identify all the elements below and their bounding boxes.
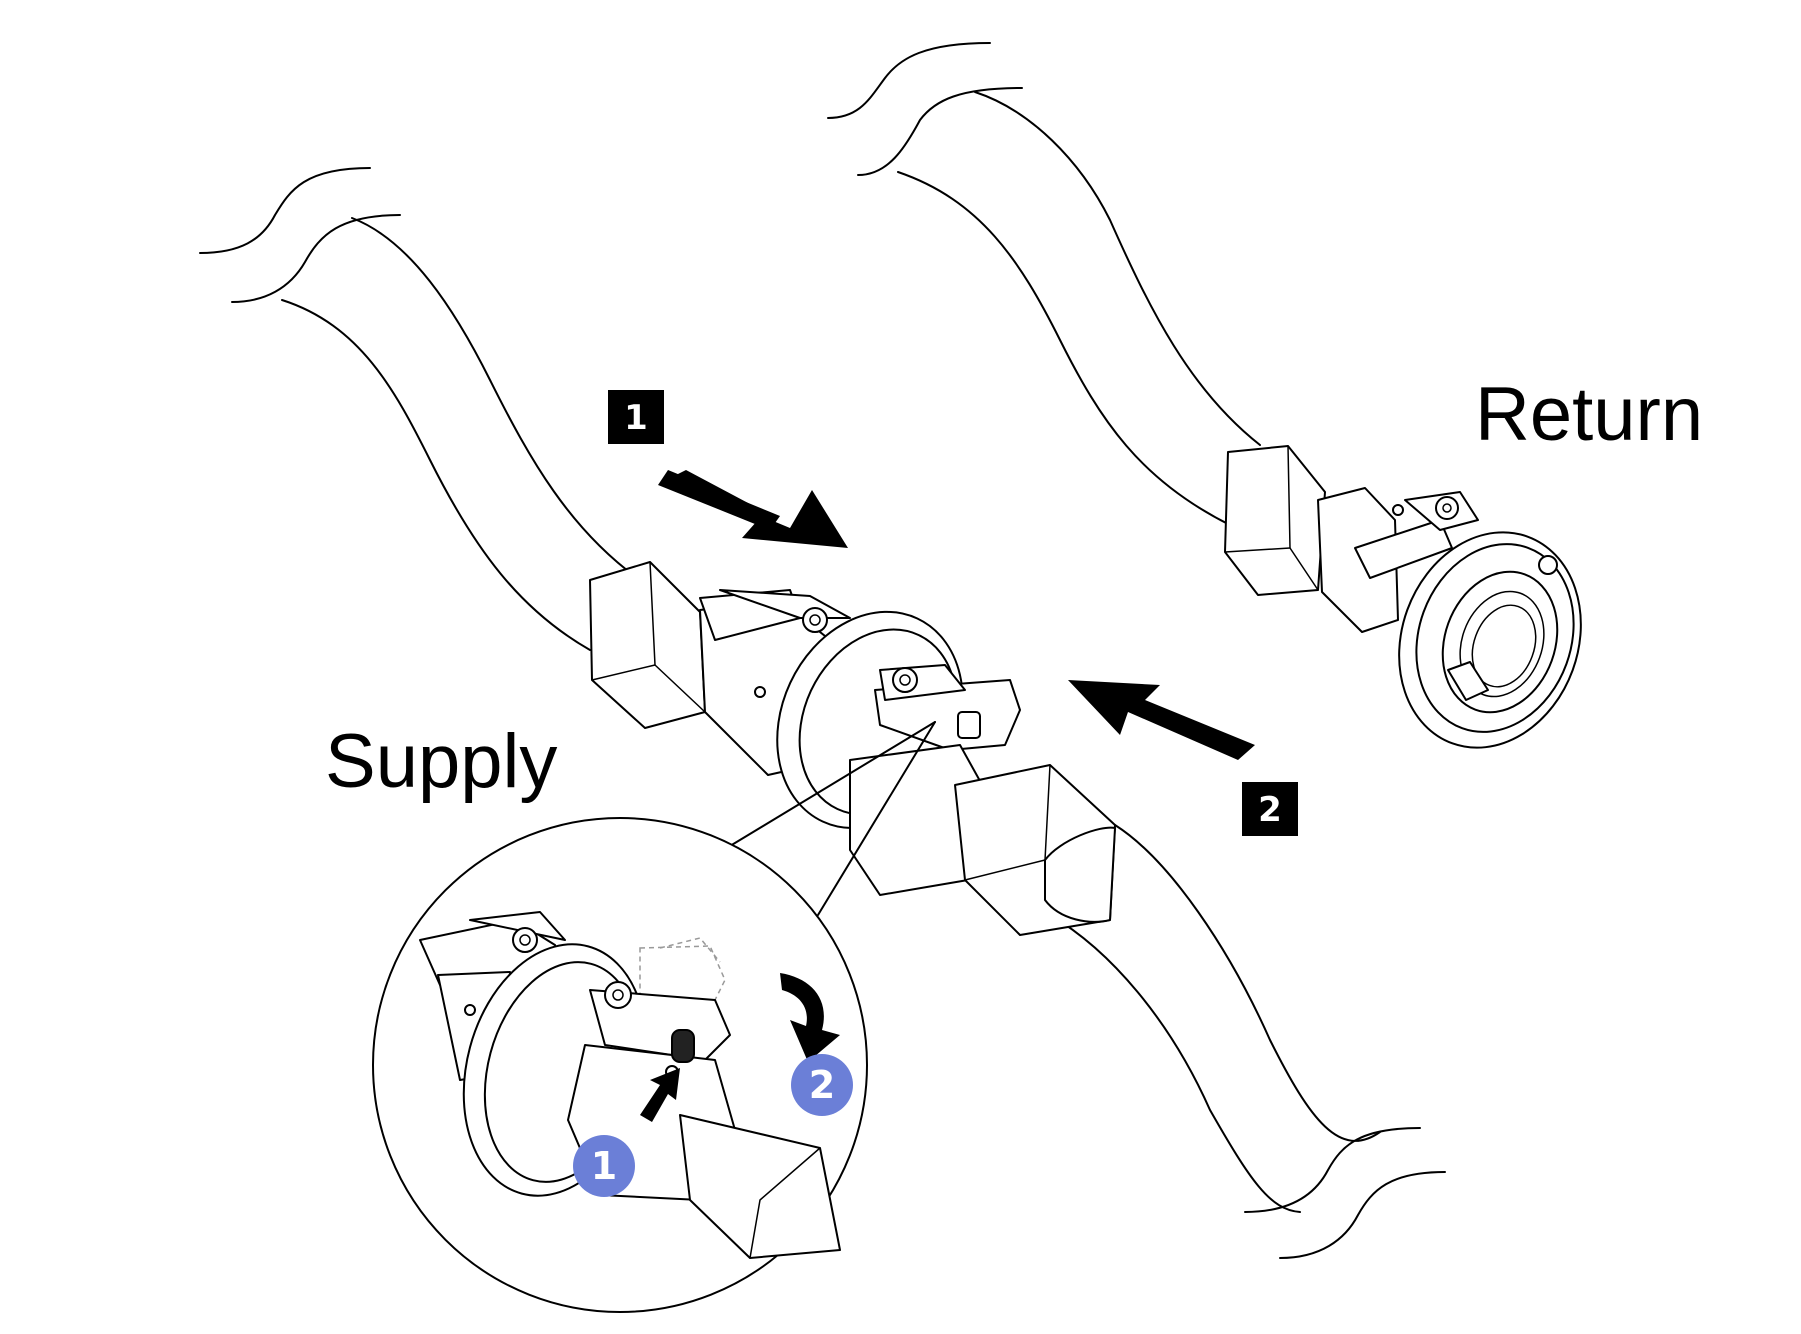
- step-2-arrow-icon: [1068, 680, 1255, 760]
- rotate-curved-arrow-icon: [780, 973, 840, 1062]
- step-1-arrow-icon: [658, 470, 848, 548]
- zoom-callout: [372, 721, 936, 1313]
- callout-1-badge: 1: [573, 1135, 635, 1197]
- step-2-badge: 2: [1242, 782, 1298, 836]
- callout-2-badge: 2: [791, 1054, 853, 1116]
- supply-hose: [199, 167, 1446, 1259]
- supply-label: Supply: [325, 719, 557, 804]
- step-1-number: 1: [624, 398, 648, 438]
- push-arrow-icon: [640, 1068, 680, 1122]
- callout-1-number: 1: [591, 1144, 617, 1188]
- step-1-badge: 1: [608, 390, 664, 444]
- push-pin: [671, 1029, 695, 1063]
- return-hose: [827, 42, 1261, 526]
- step-2-number: 2: [1258, 790, 1282, 830]
- callout-2-number: 2: [809, 1063, 835, 1107]
- supply-valve: [589, 561, 1116, 936]
- return-label: Return: [1475, 372, 1703, 457]
- zoom-detail: [419, 911, 841, 1259]
- return-valve: [1224, 445, 1582, 749]
